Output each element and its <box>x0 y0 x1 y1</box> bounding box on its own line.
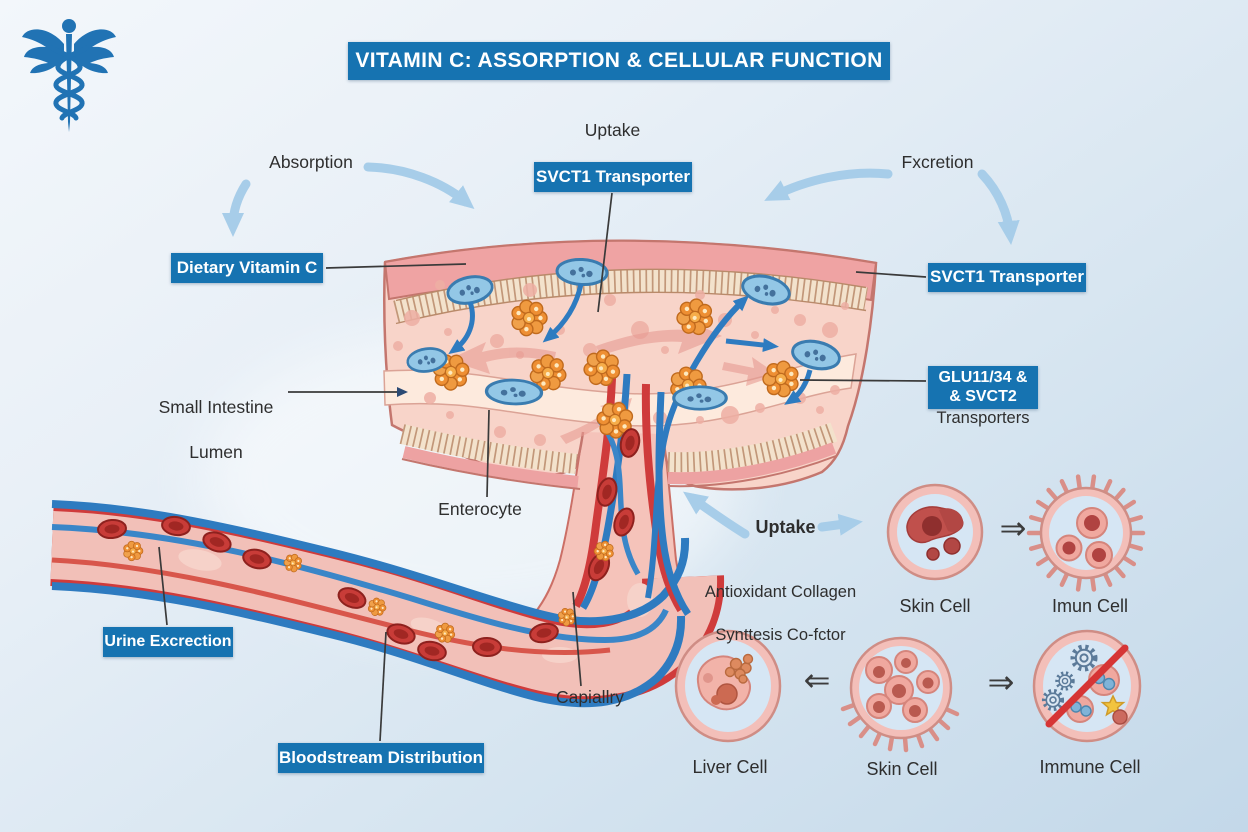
flow-arrows <box>222 162 1020 539</box>
label-capillary: Capiallry <box>555 687 625 707</box>
glut-line1: GLU11/34 & <box>938 368 1028 386</box>
glut-line2: & SVCT2 <box>949 387 1017 405</box>
skin-cell-bottom <box>840 636 960 753</box>
label-skin-cell-bottom: Skin Cell <box>866 759 938 779</box>
skin-cell-top <box>886 483 984 581</box>
vesicle-cluster <box>724 653 754 684</box>
label-immune-cell-top: Imun Cell <box>1051 596 1129 616</box>
transport-arrows <box>448 283 813 405</box>
caduceus-icon <box>22 19 116 132</box>
box-glut-svct2: GLU11/34 & & SVCT2 <box>928 366 1038 409</box>
cells-illustrations <box>674 474 1146 753</box>
leader-lines <box>158 192 927 742</box>
page-title: VITAMIN C: ASSORPTION & CELLULAR FUNCTIO… <box>348 42 890 80</box>
intestine-cross-section <box>383 239 878 491</box>
label-excretion: Fxcretion <box>901 152 974 172</box>
label-transporters: Transporters <box>936 409 1030 427</box>
double-arrow-left-icon: ⇐ <box>803 661 831 699</box>
label-uptake-mid: Uptake <box>755 517 816 537</box>
label-enterocyte: Enterocyte <box>438 499 522 519</box>
box-urine-excretion: Urine Excrection <box>103 627 233 657</box>
double-arrow-right-icon: ⇒ <box>999 509 1027 547</box>
label-antioxidant-cofactor: Antioxidant Collagen Synttesis Co-fctor <box>704 582 857 644</box>
double-arrow-right2-icon: ⇒ <box>987 663 1015 701</box>
box-dietary-vitamin-c: Dietary Vitamin C <box>171 253 323 283</box>
box-svct1-center: SVCT1 Transporter <box>534 162 692 192</box>
label-absorption: Absorption <box>269 152 353 172</box>
label-uptake-top: Uptake <box>584 120 641 140</box>
label-skin-cell-top: Skin Cell <box>899 596 971 616</box>
label-liver-cell: Liver Cell <box>692 757 768 777</box>
box-svct1-right: SVCT1 Transporter <box>928 263 1086 292</box>
descending-vessels <box>572 295 750 616</box>
immune-cell-top <box>1026 474 1146 592</box>
immune-cell-bottom <box>1032 629 1142 743</box>
label-immune-cell-bottom: Immune Cell <box>1039 757 1141 777</box>
label-small-intestine-lumen: Small Intestine Lumen <box>158 396 274 462</box>
prohibition-slash <box>1045 644 1129 728</box>
box-bloodstream-distribution: Bloodstream Distribution <box>278 743 484 773</box>
liver-cell <box>674 629 782 743</box>
